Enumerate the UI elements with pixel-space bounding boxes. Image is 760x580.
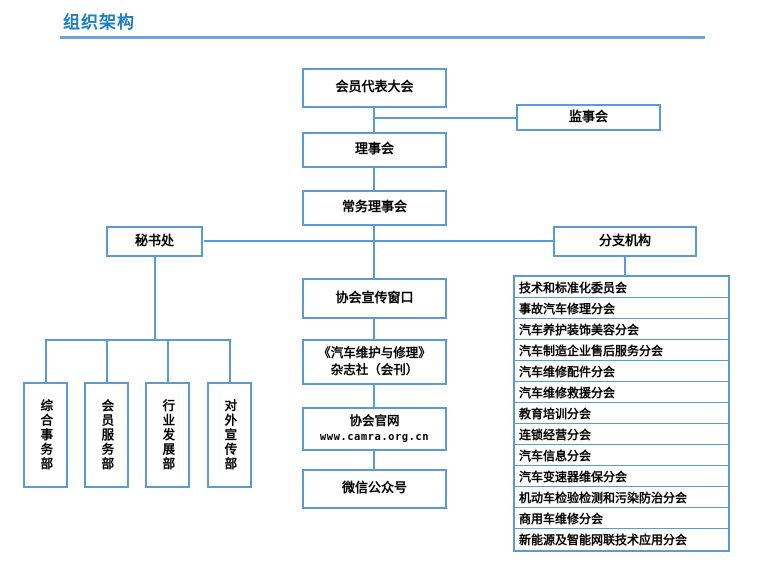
connector-secretariat-down	[154, 256, 156, 340]
connector-council-standing	[373, 166, 375, 192]
branch-list-item[interactable]: 商用车维修分会	[515, 508, 728, 529]
node-magazine[interactable]: 《汽车维护与修理》 杂志社（会刊）	[302, 339, 447, 385]
branch-list-item[interactable]: 机动车检验检测和污染防治分会	[515, 487, 728, 508]
node-supervisory-board[interactable]: 监事会	[516, 104, 661, 131]
connector-dept-1	[45, 339, 47, 382]
node-official-website[interactable]: 协会官网 www.camra.org.cn	[302, 407, 447, 451]
connector-website-wechat	[373, 450, 375, 470]
connector-congress-council	[373, 106, 375, 134]
connector-dept-2	[106, 339, 108, 382]
connector-bus-secretariat-branches	[204, 240, 554, 242]
branch-list-item[interactable]: 汽车维修救援分会	[515, 382, 728, 403]
connector-standing-bus	[373, 224, 375, 278]
node-standing-council[interactable]: 常务理事会	[302, 190, 447, 226]
connector-dept-4	[229, 339, 231, 382]
dept-box-1[interactable]: 综合事务部	[23, 382, 68, 488]
dept-box-2[interactable]: 会员服务部	[84, 382, 129, 488]
node-branches[interactable]: 分支机构	[553, 226, 697, 257]
connector-branches-list	[624, 256, 626, 276]
branch-list-item[interactable]: 汽车制造企业售后服务分会	[515, 340, 728, 361]
branch-list-item[interactable]: 技术和标准化委员会	[515, 277, 728, 298]
node-members-congress[interactable]: 会员代表大会	[302, 68, 447, 108]
node-publicity-window[interactable]: 协会宣传窗口	[302, 278, 447, 319]
page-title: 组织架构	[63, 13, 135, 33]
connector-dept-3	[167, 339, 169, 382]
node-wechat-account[interactable]: 微信公众号	[302, 469, 447, 509]
website-label: 协会官网	[349, 413, 400, 429]
website-url[interactable]: www.camra.org.cn	[319, 431, 430, 444]
branch-list-item[interactable]: 汽车变速器维保分会	[515, 466, 728, 487]
branch-list-item[interactable]: 教育培训分会	[515, 403, 728, 424]
connector-publicity-magazine	[373, 318, 375, 340]
magazine-line-1: 《汽车维护与修理》	[318, 345, 431, 361]
node-council[interactable]: 理事会	[302, 132, 447, 168]
dept-box-4[interactable]: 对外宣传部	[207, 382, 252, 488]
branch-list-item[interactable]: 汽车信息分会	[515, 445, 728, 466]
connector-department-bus	[45, 339, 231, 341]
branch-list-item[interactable]: 连锁经营分会	[515, 424, 728, 445]
branch-list-item[interactable]: 事故汽车修理分会	[515, 298, 728, 319]
node-secretariat[interactable]: 秘书处	[106, 226, 203, 257]
connector-magazine-website	[373, 384, 375, 408]
branch-list: 技术和标准化委员会 事故汽车修理分会 汽车养护装饰美容分会 汽车制造企业售后服务…	[513, 275, 730, 552]
connector-congress-supervisory	[373, 117, 518, 119]
magazine-line-2: 杂志社（会刊）	[330, 362, 419, 377]
branch-list-item[interactable]: 汽车养护装饰美容分会	[515, 319, 728, 340]
title-divider	[60, 36, 705, 39]
branch-list-item[interactable]: 汽车维修配件分会	[515, 361, 728, 382]
dept-box-3[interactable]: 行业发展部	[145, 382, 190, 488]
branch-list-item[interactable]: 新能源及智能网联技术应用分会	[519, 533, 688, 547]
